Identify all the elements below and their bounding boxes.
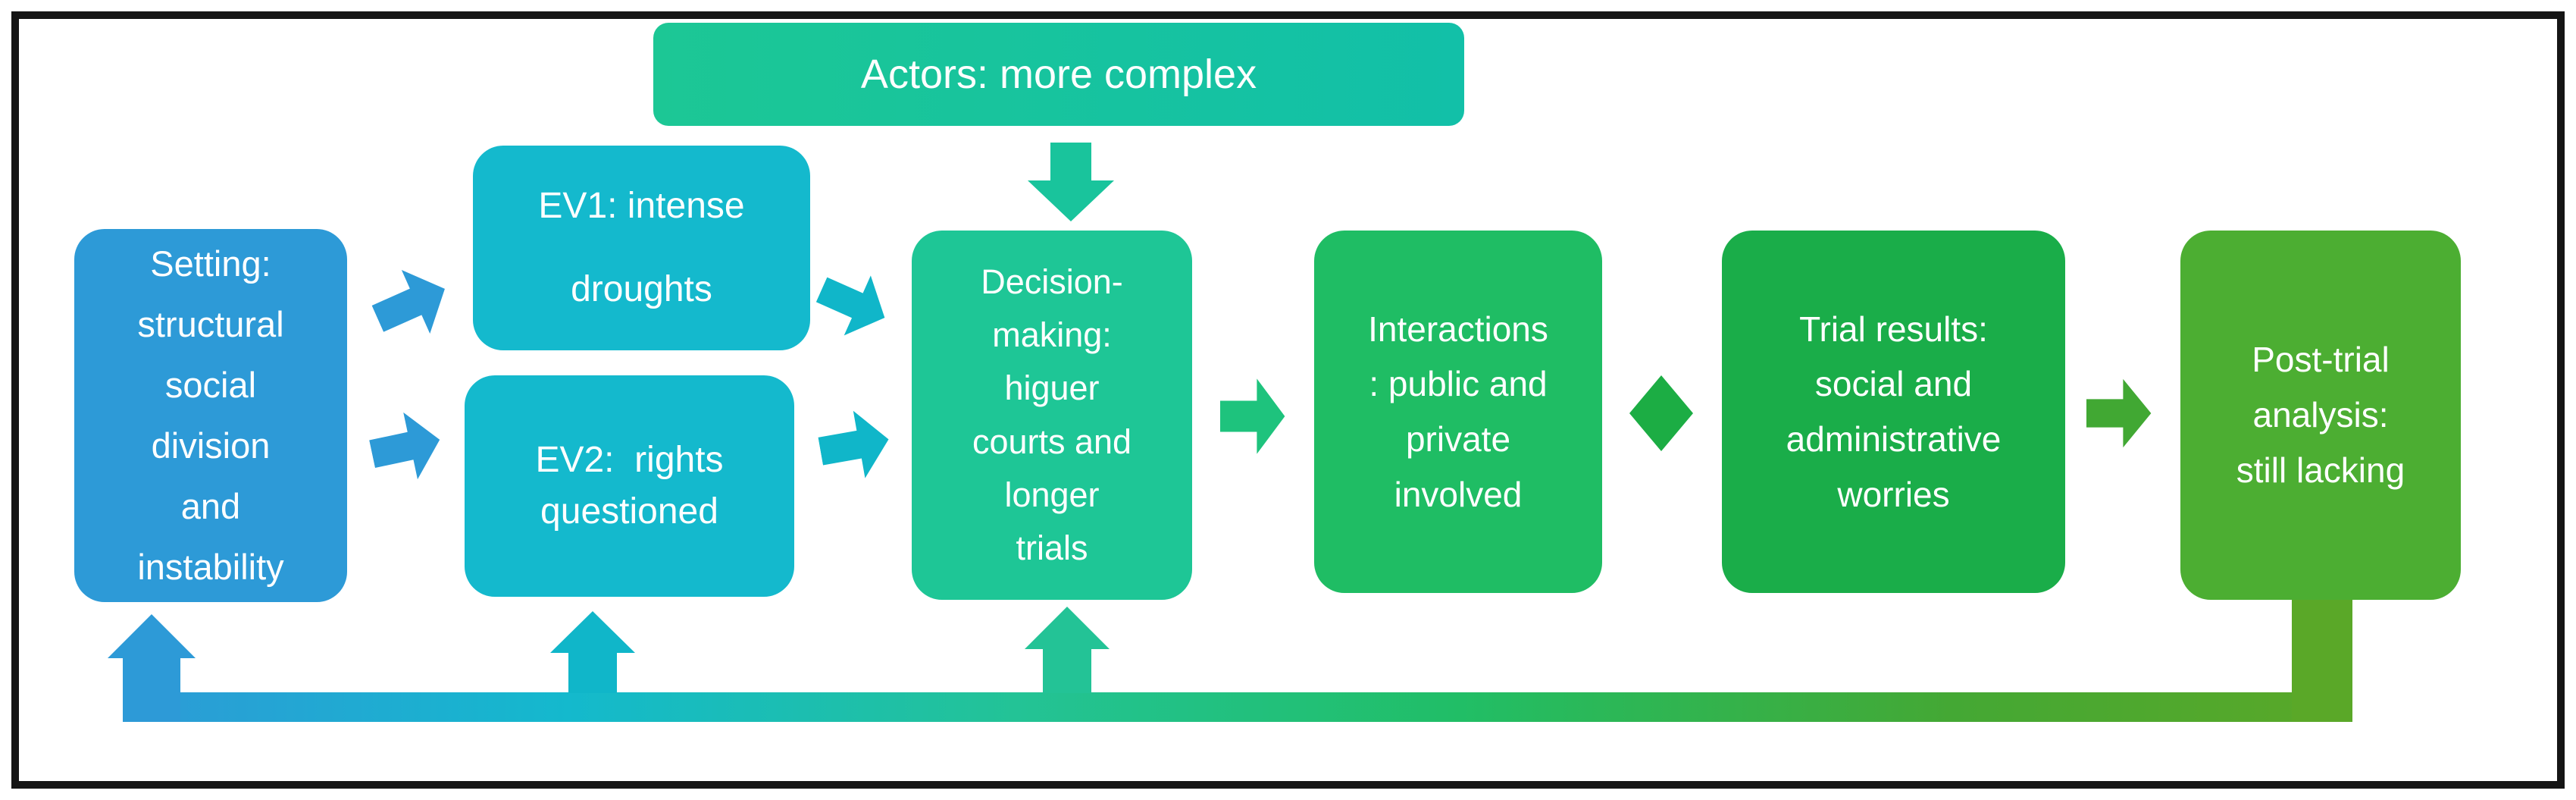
loop-up-arrow-decision-icon: [1025, 607, 1110, 693]
trial-to-post-arrow-icon: [2086, 376, 2153, 450]
node-post-trial: Post-trial analysis: still lacking: [2180, 231, 2461, 600]
decision-to-interactions-arrow-icon: [1220, 375, 1287, 457]
outer-frame: [11, 11, 2565, 789]
node-setting: Setting: structural social division and …: [74, 229, 347, 602]
feedback-loop-descender: [2292, 600, 2352, 722]
loop-up-arrow-setting-icon: [108, 614, 196, 722]
node-actors: Actors: more complex: [653, 23, 1464, 126]
feedback-loop-bar: [123, 692, 2352, 722]
node-ev2: EV2: rights questioned: [465, 375, 794, 597]
node-interactions: Interactions : public and private involv…: [1314, 231, 1602, 593]
node-ev1: EV1: intense droughts: [473, 146, 810, 350]
node-decision-making: Decision- making: higuer courts and long…: [912, 231, 1192, 600]
interactions-to-trial-diamond-icon: [1629, 375, 1693, 451]
setting-to-ev1-arrow-icon: [362, 253, 462, 353]
loop-up-arrow-ev2-icon: [550, 611, 635, 693]
ev2-to-decision-arrow-icon: [814, 403, 897, 488]
ev1-to-decision-arrow-icon: [807, 257, 901, 351]
setting-to-ev2-arrow-icon: [365, 403, 449, 490]
node-trial-results: Trial results: social and administrative…: [1722, 231, 2065, 593]
actors-to-decision-down-arrow-icon: [1028, 143, 1114, 221]
